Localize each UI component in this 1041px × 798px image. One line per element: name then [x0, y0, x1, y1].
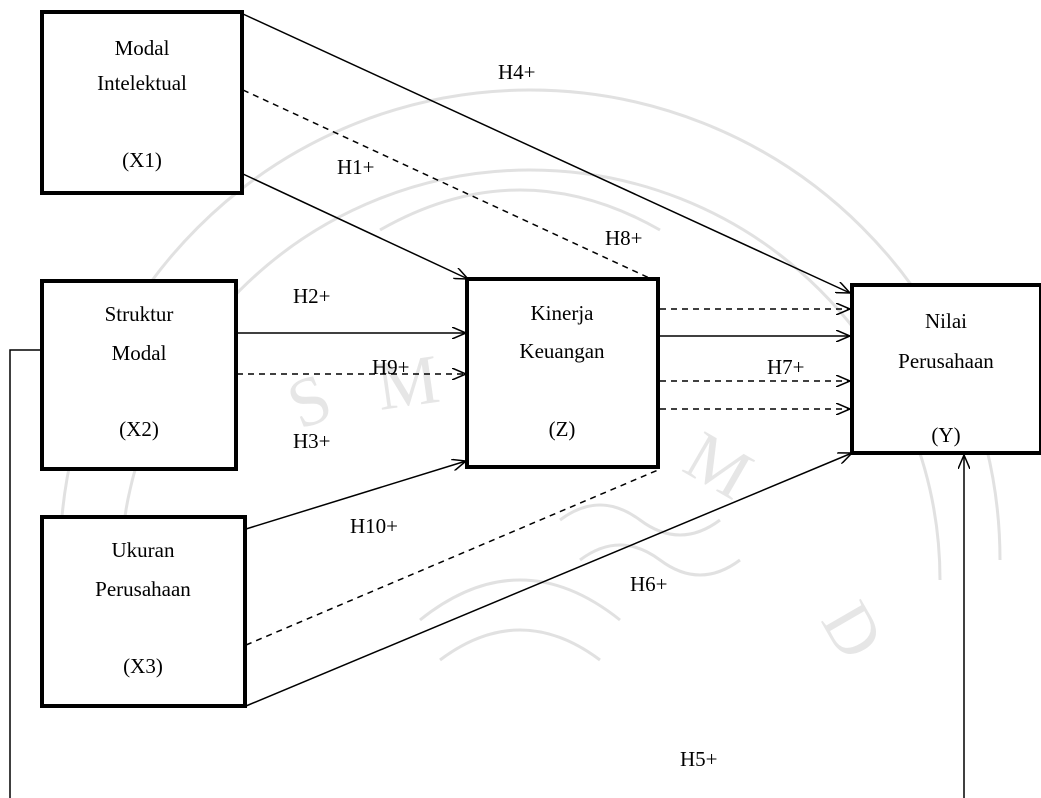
node-y-code: (Y): [931, 423, 960, 447]
arrow-x1-z: [242, 173, 468, 279]
node-x1-box: [40, 10, 244, 195]
node-x3: Ukuran Perusahaan (X3): [40, 515, 247, 708]
node-x2-box: [40, 279, 238, 471]
watermark-text-right2: D: [806, 590, 898, 672]
node-x1-line1: Modal: [115, 36, 170, 60]
connectors: [9, 13, 964, 798]
node-z-line2: Keuangan: [519, 339, 605, 363]
node-x3-box: [40, 515, 247, 708]
node-y-line2: Perusahaan: [898, 349, 994, 373]
node-x2-code: (X2): [119, 417, 159, 441]
label-h9: H9+: [372, 355, 410, 379]
node-x1: Modal Intelektual (X1): [40, 10, 244, 195]
node-x3-line2: Perusahaan: [95, 577, 191, 601]
dashed-x3-z: [245, 469, 659, 646]
node-z-code: (Z): [549, 417, 576, 441]
node-y: Nilai Perusahaan (Y): [850, 283, 1041, 455]
label-h5: H5+: [680, 747, 718, 771]
node-x3-code: (X3): [123, 654, 163, 678]
node-y-box: [850, 283, 1041, 455]
label-h4: H4+: [498, 60, 536, 84]
label-h2: H2+: [293, 284, 331, 308]
node-x2: Struktur Modal (X2): [40, 279, 238, 471]
node-x2-line2: Modal: [112, 341, 167, 365]
node-z-line1: Kinerja: [531, 301, 595, 325]
label-h7: H7+: [767, 355, 805, 379]
hypothesis-labels: H4+ H1+ H8+ H2+ H9+ H7+ H3+ H10+ H6+ H5+: [293, 60, 805, 771]
label-h8: H8+: [605, 226, 643, 250]
node-z: Kinerja Keuangan (Z): [465, 277, 660, 469]
arrow-x2-y-path: [9, 349, 42, 798]
node-z-box: [465, 277, 660, 469]
label-h3: H3+: [293, 429, 331, 453]
arrow-x3-y: [245, 453, 852, 707]
node-x2-line1: Struktur: [105, 302, 174, 326]
label-h6: H6+: [630, 572, 668, 596]
label-h10: H10+: [350, 514, 398, 538]
watermark-text-mid: M: [372, 341, 444, 426]
node-x1-line2: Intelektual: [97, 71, 187, 95]
label-h1: H1+: [337, 155, 375, 179]
node-y-line1: Nilai: [925, 309, 967, 333]
dashed-x1-z: [242, 89, 659, 283]
node-x1-code: (X1): [122, 148, 162, 172]
node-x3-line1: Ukuran: [112, 538, 175, 562]
arrow-x1-y: [242, 13, 850, 293]
arrow-x3-z: [245, 461, 466, 530]
watermark-text-right: M: [672, 417, 764, 515]
